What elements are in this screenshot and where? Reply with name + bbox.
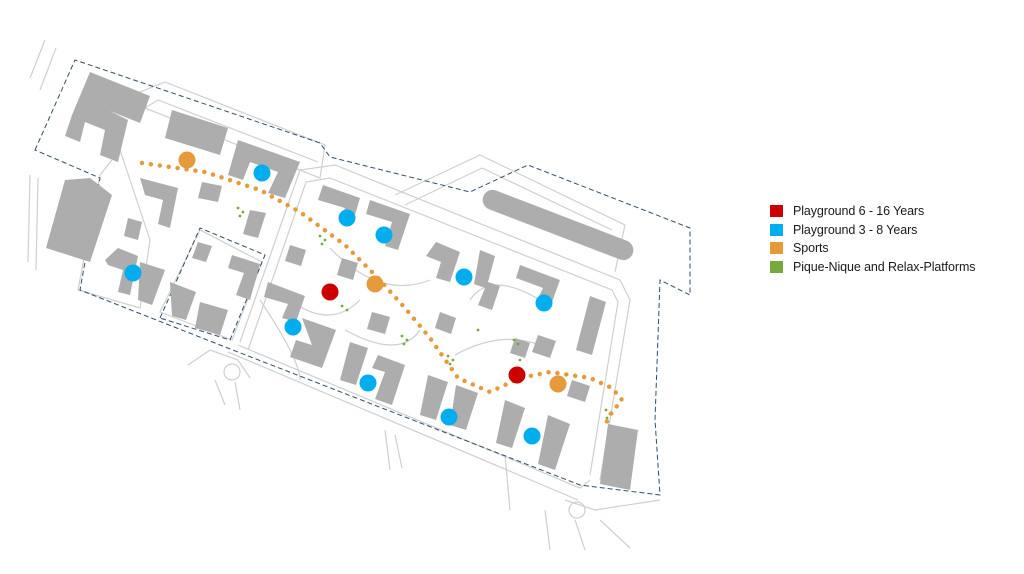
playground-3-8-marker (253, 164, 271, 182)
playground-3-8-marker (124, 264, 142, 282)
map-legend: Playground 6 - 16 Years Playground 3 - 8… (770, 202, 976, 276)
sports-markers (178, 151, 567, 393)
legend-label: Playground 6 - 16 Years (793, 204, 925, 218)
playground-6-16-markers (321, 283, 526, 384)
blue-swatch-icon (770, 223, 783, 236)
playground-3-8-marker (455, 268, 473, 286)
legend-label: Playground 3 - 8 Years (793, 222, 918, 237)
legend-item-sports: Sports (770, 239, 975, 257)
sports-marker (366, 275, 384, 293)
green-swatch-icon (770, 260, 783, 273)
playground-3-8-marker (523, 427, 541, 445)
red-swatch-icon (770, 205, 783, 217)
sports-marker (178, 151, 196, 169)
playground-3-8-markers (124, 164, 553, 445)
legend-item-playground-3-8: Playground 3 - 8 Years (770, 221, 975, 239)
legend-label: Sports (793, 241, 829, 255)
playground-3-8-marker (359, 374, 377, 392)
activity-path (139, 160, 625, 428)
buildings (46, 72, 638, 490)
playground-3-8-marker (284, 318, 302, 336)
legend-item-playground-6-16: Playground 6 - 16 Years (770, 202, 975, 220)
playground-6-16-marker (508, 366, 526, 384)
legend-item-relax-platforms: Pique-Nique and Relax-Platforms (770, 258, 976, 276)
street-lines (27, 39, 661, 551)
playground-6-16-marker (321, 283, 339, 301)
playground-3-8-marker (535, 294, 553, 312)
playground-3-8-marker (375, 226, 393, 244)
playground-3-8-marker (440, 408, 458, 426)
sports-marker (549, 375, 567, 393)
orange-swatch-icon (770, 242, 783, 254)
site-boundary (34, 59, 691, 496)
playground-3-8-marker (338, 209, 356, 227)
legend-label: Pique-Nique and Relax-Platforms (793, 259, 976, 274)
